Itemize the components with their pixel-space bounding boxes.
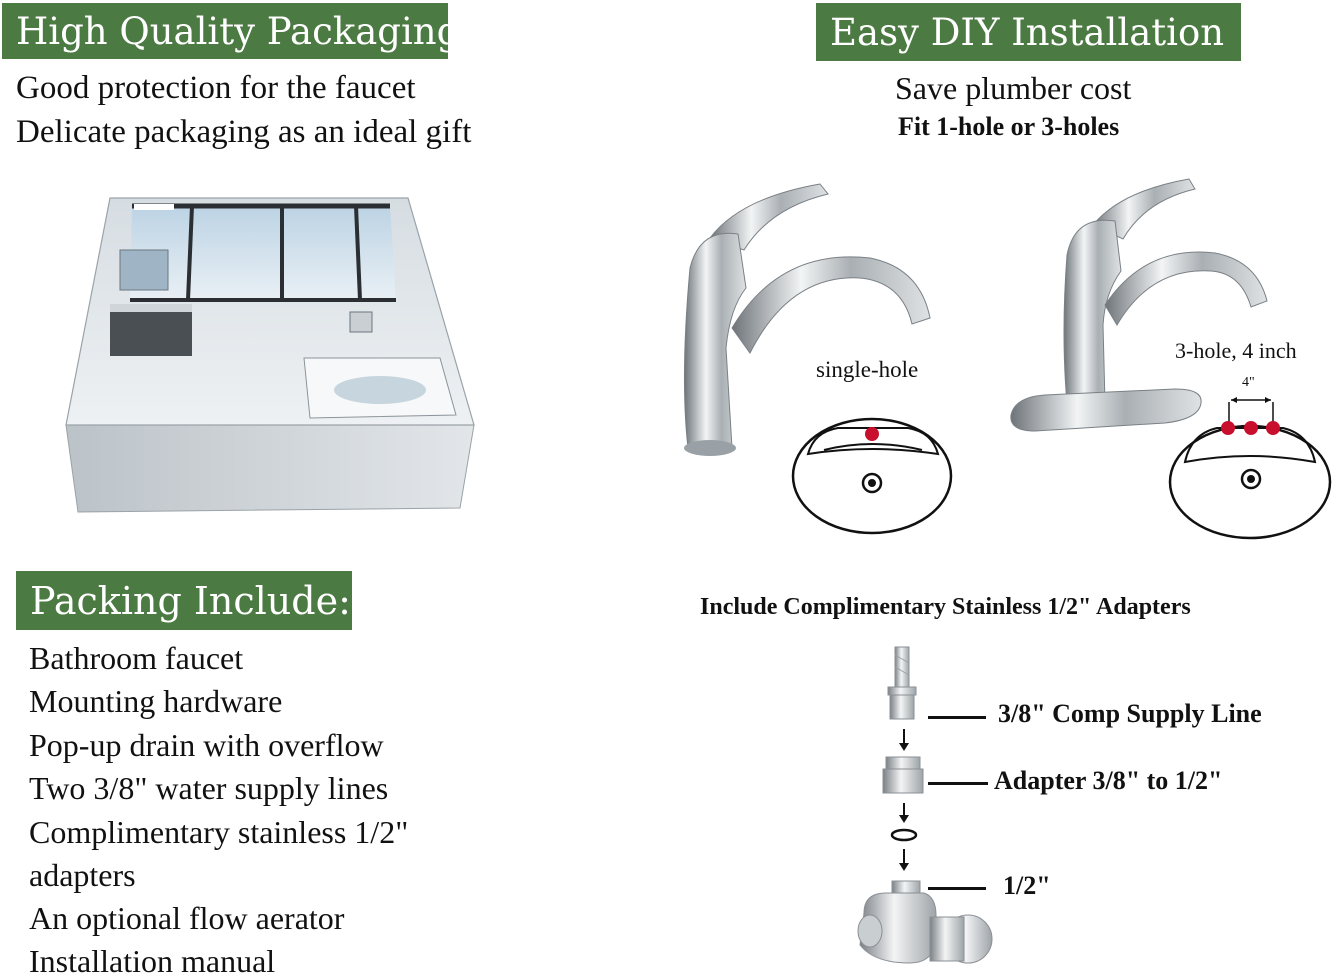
packing-item-5: Complimentary stainless 1/2" [29, 814, 409, 850]
packing-item-7: An optional flow aerator [29, 900, 345, 936]
part-label-supply-line: 3/8" Comp Supply Line [998, 699, 1262, 728]
three-hole-label: 3-hole, 4 inch [1175, 338, 1297, 363]
part-label-adapter: Adapter 3/8" to 1/2" [994, 766, 1223, 795]
packing-title: Packing Include: [30, 578, 351, 623]
single-hole-marker [865, 427, 879, 441]
installation-banner: Easy DIY Installation [816, 3, 1241, 61]
adapter-leader [928, 782, 988, 785]
installation-fit-text: Fit 1-hole or 3-holes [898, 112, 1120, 141]
valve-leader [928, 887, 986, 890]
packing-item-6: adapters [29, 857, 136, 893]
three-hole-marker-center [1244, 421, 1258, 435]
single-hole-basin-diagram [791, 417, 953, 535]
installation-title: Easy DIY Installation [830, 10, 1225, 54]
packaging-line-2: Delicate packaging as an ideal gift [16, 114, 472, 150]
adapters-title: Include Complimentary Stainless 1/2" Ada… [700, 594, 1191, 620]
packaging-line-1: Good protection for the faucet [16, 70, 416, 106]
hole-spacing-label: 4" [1242, 375, 1255, 390]
packing-item-2: Mounting hardware [29, 683, 283, 719]
supply-line-leader [928, 716, 986, 719]
three-hole-basin-diagram [1168, 397, 1332, 540]
packaging-title: High Quality Packaging [16, 9, 461, 53]
packing-item-3: Pop-up drain with overflow [29, 727, 384, 763]
three-hole-marker-left [1221, 421, 1235, 435]
packing-item-4: Two 3/8" water supply lines [29, 770, 389, 806]
installation-subtitle: Save plumber cost [895, 70, 1132, 106]
single-hole-faucet-image [683, 183, 931, 456]
packing-banner: Packing Include: [16, 571, 352, 630]
single-hole-label: single-hole [816, 357, 919, 382]
packaging-box-image [65, 197, 475, 513]
adapter-assembly-diagram [857, 646, 993, 964]
packing-item-1: Bathroom faucet [29, 640, 244, 676]
packaging-banner: High Quality Packaging [2, 3, 460, 59]
packing-item-8: Installation manual [29, 943, 276, 979]
three-hole-marker-right [1266, 421, 1280, 435]
part-label-half-inch: 1/2" [1003, 871, 1051, 900]
three-hole-faucet-image [1010, 178, 1268, 432]
